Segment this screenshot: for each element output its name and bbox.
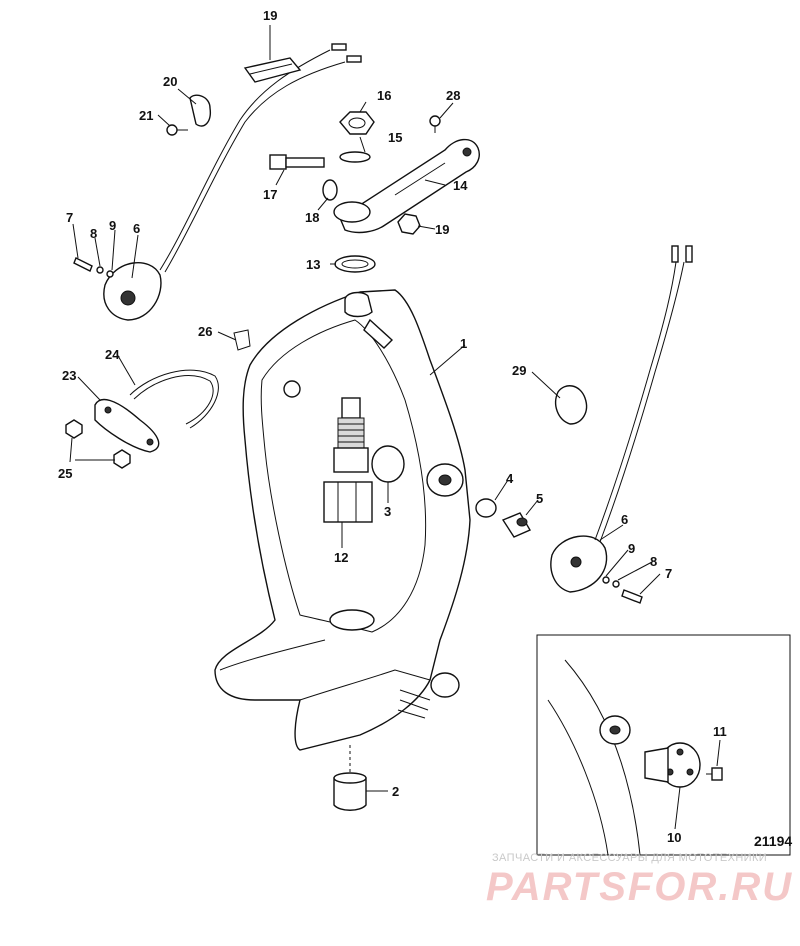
screw-28 bbox=[429, 115, 441, 133]
seal-13 bbox=[334, 255, 376, 273]
callout-10: 10 bbox=[667, 830, 681, 845]
callout-7-right: 7 bbox=[665, 566, 672, 581]
figure-number: 21194 bbox=[754, 833, 792, 849]
washer-3 bbox=[371, 445, 405, 483]
callout-23: 23 bbox=[62, 368, 76, 383]
callout-6-right: 6 bbox=[621, 512, 628, 527]
trim-sender-left bbox=[103, 43, 362, 321]
callout-5: 5 bbox=[536, 491, 543, 506]
clamp-21 bbox=[189, 94, 211, 127]
callout-13: 13 bbox=[306, 257, 320, 272]
watermark-tagline: ЗАПЧАСТИ И АКСЕССУАРЫ ДЛЯ МОТОТЕХНИКИ bbox=[492, 852, 767, 864]
watermark-logo: PARTSFOR.RU bbox=[486, 865, 793, 909]
washer-8-left bbox=[96, 266, 104, 274]
callout-24: 24 bbox=[105, 347, 120, 362]
callout-14: 14 bbox=[453, 178, 468, 193]
screw-7-left bbox=[73, 257, 93, 272]
callout-21: 20 bbox=[163, 74, 177, 89]
callout-16: 16 bbox=[377, 88, 391, 103]
screw-11 bbox=[706, 767, 723, 781]
callout-19-label: 19 bbox=[435, 222, 449, 237]
screw-22 bbox=[166, 124, 188, 136]
lockwasher-9-left bbox=[106, 270, 114, 278]
bolt-17 bbox=[269, 154, 325, 170]
nut-25-b bbox=[113, 449, 131, 469]
callout-29: 29 bbox=[512, 363, 526, 378]
callout-22: 21 bbox=[139, 108, 153, 123]
callout-8-right: 8 bbox=[650, 554, 657, 569]
washer-8-right bbox=[612, 580, 620, 588]
callout-9-right: 9 bbox=[628, 541, 635, 556]
callout-labels: 19 20 21 16 28 15 17 18 14 19 19 13 7 8 … bbox=[58, 8, 792, 849]
callout-3: 3 bbox=[384, 504, 391, 519]
washer-18 bbox=[322, 179, 338, 201]
callout-4: 4 bbox=[506, 471, 514, 486]
callout-17: 17 bbox=[263, 187, 277, 202]
callout-12: 12 bbox=[334, 550, 348, 565]
bushing-5 bbox=[501, 512, 532, 538]
washer-15 bbox=[339, 151, 371, 163]
clip-26 bbox=[233, 329, 251, 351]
callout-2: 2 bbox=[392, 784, 399, 799]
watermark: ЗАПЧАСТИ И АКСЕССУАРЫ ДЛЯ МОТОТЕХНИКИ PA… bbox=[486, 852, 793, 909]
callout-6-left: 6 bbox=[133, 221, 140, 236]
bushing-2 bbox=[333, 745, 367, 811]
nut-19 bbox=[397, 213, 421, 235]
leader-lines bbox=[69, 25, 721, 830]
trim-sender-right bbox=[550, 245, 693, 593]
callout-26: 26 bbox=[198, 324, 212, 339]
callout-8-left: 8 bbox=[90, 226, 97, 241]
callout-28: 28 bbox=[446, 88, 460, 103]
callout-15: 15 bbox=[388, 130, 402, 145]
callout-7-left: 7 bbox=[66, 210, 73, 225]
callout-25: 25 bbox=[58, 466, 72, 481]
nut-16 bbox=[339, 111, 375, 135]
callout-11: 11 bbox=[713, 724, 727, 739]
steering-pin bbox=[323, 397, 373, 523]
clip-29 bbox=[554, 385, 588, 425]
steering-arm bbox=[333, 138, 480, 234]
nut-25-a bbox=[65, 419, 83, 439]
u-bolt-24 bbox=[129, 369, 219, 429]
plate-23 bbox=[94, 398, 160, 453]
detail-inset bbox=[536, 634, 791, 856]
callout-9-left: 9 bbox=[109, 218, 116, 233]
screw-7-right bbox=[621, 589, 643, 604]
callout-1: 1 bbox=[460, 336, 467, 351]
lockwasher-9-right bbox=[602, 576, 610, 584]
clip-20 bbox=[243, 57, 302, 83]
callout-20: 19 bbox=[263, 8, 277, 23]
bushing-4 bbox=[475, 498, 497, 518]
callout-18: 18 bbox=[305, 210, 319, 225]
